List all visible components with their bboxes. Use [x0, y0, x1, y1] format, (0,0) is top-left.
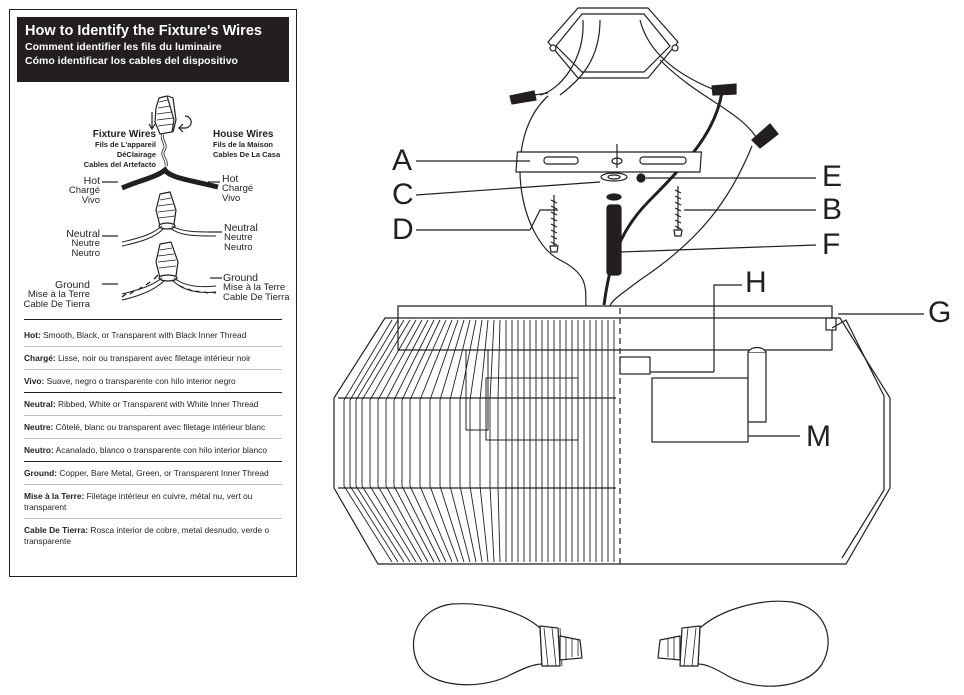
ground-screw: [636, 173, 646, 183]
label-plate: [619, 356, 651, 375]
callout-c: C: [392, 178, 414, 211]
house-neutral-label: Neutral Neutre Neutro: [224, 222, 258, 253]
callout-a: A: [392, 144, 413, 177]
definition-neutro: Neutro: Acanalado, blanco o transparente…: [24, 439, 282, 462]
mounting-screw-right: [673, 186, 683, 237]
hex-nut: [600, 172, 628, 182]
callout-b: B: [822, 193, 843, 226]
fixture-hot-label: Hot Chargé Vivo: [68, 175, 100, 206]
card-subtitle-es: Cómo identificar los cables del disposit…: [25, 55, 238, 67]
crossbar: [515, 151, 703, 173]
threaded-nipple: [606, 204, 622, 276]
wire-connector-right: [711, 83, 737, 96]
callout-m: M: [806, 420, 831, 453]
fixture-neutral-label: Neutral Neutre Neutro: [66, 228, 100, 259]
definition-mise-a-la-terre: Mise à la Terre: Filetage intérieur en c…: [24, 485, 282, 519]
neutral-wire-nut-icon: [155, 191, 177, 230]
fixture-ground-label: Ground Mise à la Terre Cable De Tierra: [23, 279, 90, 310]
shade-slats: [343, 319, 615, 563]
socket: [651, 346, 767, 443]
fixture-wires-heading-group: Fixture Wires Fils de L'appareil DéClair…: [54, 130, 156, 170]
light-bulb-icon-left: [413, 603, 583, 686]
fixture-wires-heading-fr: Fils de L'appareil DéClairage: [95, 140, 156, 159]
definition-neutre: Neutre: Côtelé, blanc ou transparent ave…: [24, 416, 282, 439]
callout-h: H: [745, 266, 767, 299]
twist-nut-icon: [154, 95, 177, 135]
mounting-screw-left: [549, 195, 559, 253]
house-wires-heading: House Wires: [213, 129, 274, 140]
wire-identification-card: How to Identify the Fixture's Wires Comm…: [9, 9, 297, 577]
card-title: How to Identify the Fixture's Wires: [25, 23, 262, 39]
rotate-arrow-icon: [148, 112, 192, 133]
callout-d: D: [392, 213, 414, 246]
house-wires-heading-fr: Fils de la Maison: [213, 140, 274, 149]
definition-vivo: Vivo: Suave, negro o transparente con hi…: [24, 370, 282, 393]
card-header: How to Identify the Fixture's Wires Comm…: [17, 17, 289, 82]
canopy-plate: [397, 305, 837, 351]
definition-ground: Ground: Copper, Bare Metal, Green, or Tr…: [24, 462, 282, 485]
callout-e: E: [822, 160, 843, 193]
wire-connector-far-right: [751, 123, 779, 149]
wire-connector-left: [509, 90, 549, 105]
ground-wire-nut-icon: [155, 241, 179, 282]
callout-g: G: [928, 296, 952, 329]
light-bulb-icon-right: [657, 600, 829, 687]
callout-f: F: [822, 228, 841, 261]
wire-nut-illustrations: [102, 95, 222, 301]
fixture-wires-heading-es: Cables del Artefacto: [83, 160, 156, 169]
definition-charge: Chargé: Lisse, noir ou transparent avec …: [24, 347, 282, 370]
fixture-wires-heading: Fixture Wires: [92, 129, 156, 140]
definition-hot: Hot: Smooth, Black, or Transparent with …: [24, 324, 282, 347]
definition-neutral: Neutral: Ribbed, White or Transparent wi…: [24, 393, 282, 416]
house-wires-heading-es: Cables De La Casa: [213, 150, 281, 159]
card-subtitle-fr: Comment identifier les fils du luminaire: [25, 41, 222, 53]
house-wires-heading-group: House Wires Fils de la Maison Cables De …: [213, 130, 293, 160]
house-ground-label: Ground Mise à la Terre Cable De Tierra: [223, 272, 290, 303]
outlet-box: [547, 7, 679, 79]
house-hot-label: Hot Chargé Vivo: [222, 173, 254, 204]
shade-cage: [333, 308, 891, 565]
wire-definitions: Hot: Smooth, Black, or Transparent with …: [24, 324, 282, 552]
definition-cable-de-tierra: Cable De Tierra: Rosca interior de cobre…: [24, 525, 270, 546]
divider: [24, 319, 282, 320]
